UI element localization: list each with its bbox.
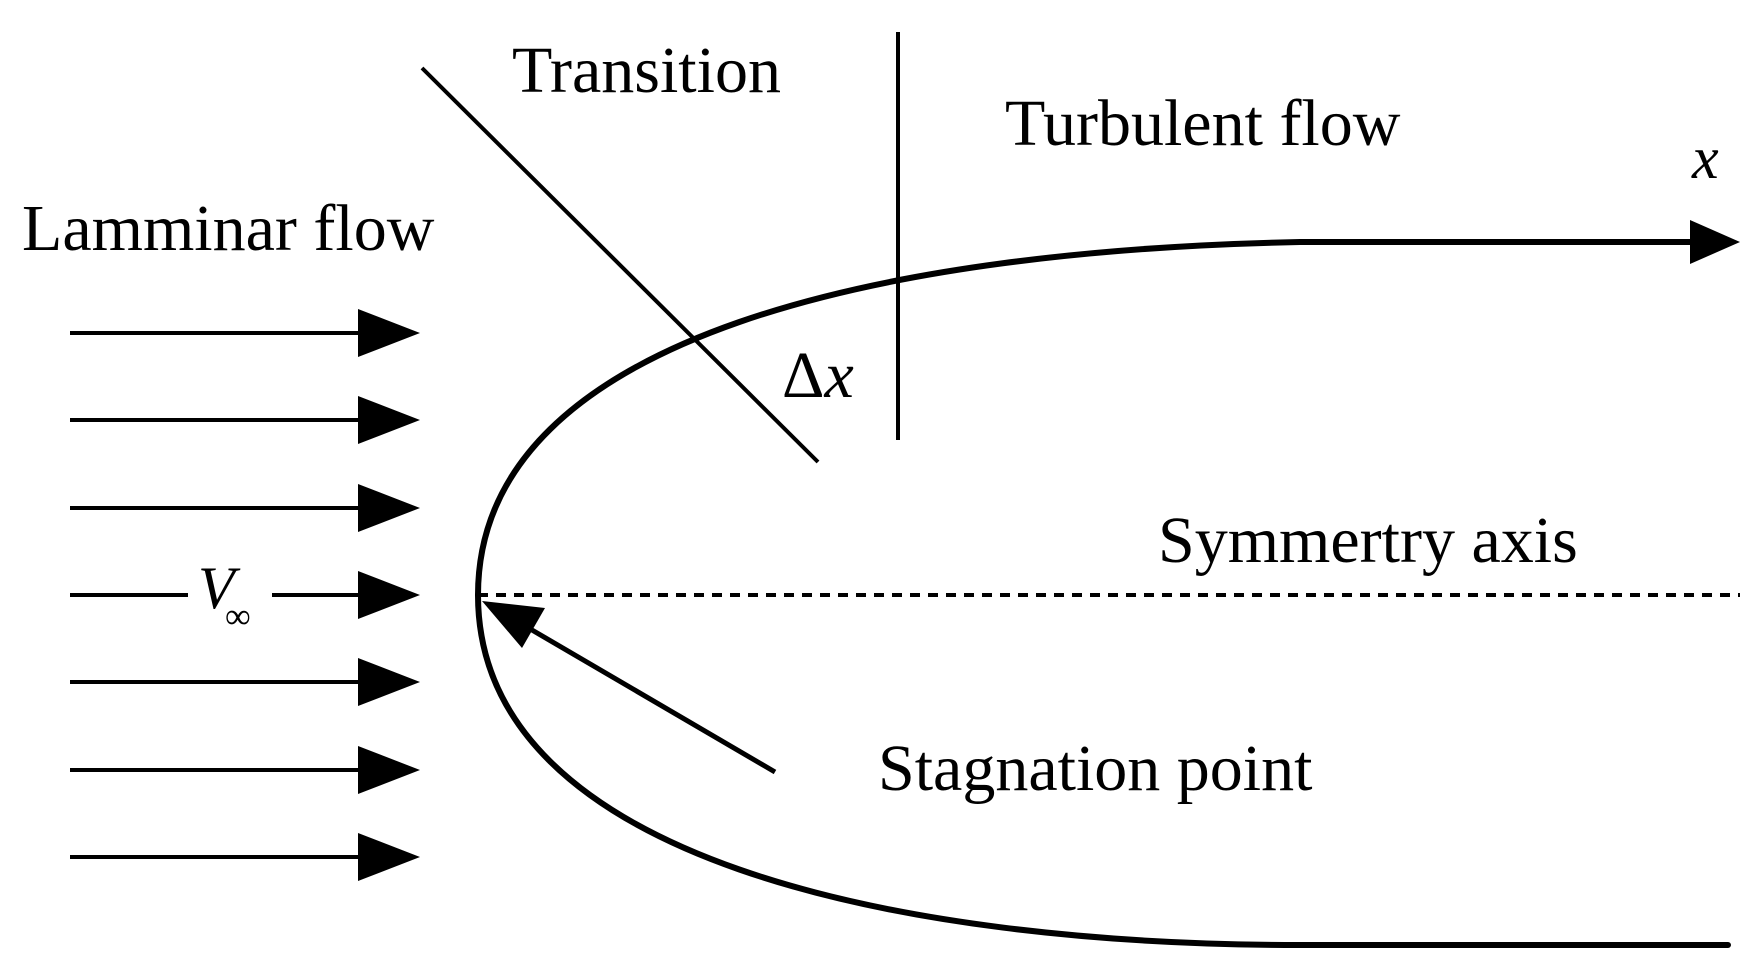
body-lower-surface — [475, 592, 1731, 948]
delta-x-label: Δx — [782, 339, 854, 412]
body-upper-surface — [475, 239, 1693, 598]
freestream-arrowhead-2 — [358, 396, 420, 444]
freestream-arrowhead-3 — [358, 484, 420, 532]
transition-label: Transition — [512, 34, 781, 107]
delta-variable: x — [823, 339, 853, 412]
freestream-arrowhead-7 — [358, 833, 420, 881]
velocity-label: V — [198, 555, 241, 621]
freestream-arrows — [70, 309, 420, 881]
x-axis-label: x — [1691, 125, 1719, 191]
turbulent-flow-label: Turbulent flow — [1005, 87, 1401, 160]
laminar-flow-label: Lamminar flow — [22, 192, 435, 265]
freestream-arrowhead-1 — [358, 309, 420, 357]
stagnation-pointer-line — [530, 627, 777, 775]
symmetry-axis-label: Symmertry axis — [1158, 504, 1578, 577]
freestream-arrowhead-5 — [358, 658, 420, 706]
x-axis-arrowhead — [1690, 220, 1740, 264]
stagnation-pointer-arrowhead — [482, 601, 545, 648]
transition-start-line — [420, 66, 820, 464]
stagnation-point-label: Stagnation point — [878, 732, 1312, 805]
freestream-arrowhead-6 — [358, 746, 420, 794]
freestream-arrowhead-4 — [358, 571, 420, 619]
velocity-subscript: ∞ — [225, 596, 251, 636]
delta-symbol: Δ — [782, 339, 824, 412]
